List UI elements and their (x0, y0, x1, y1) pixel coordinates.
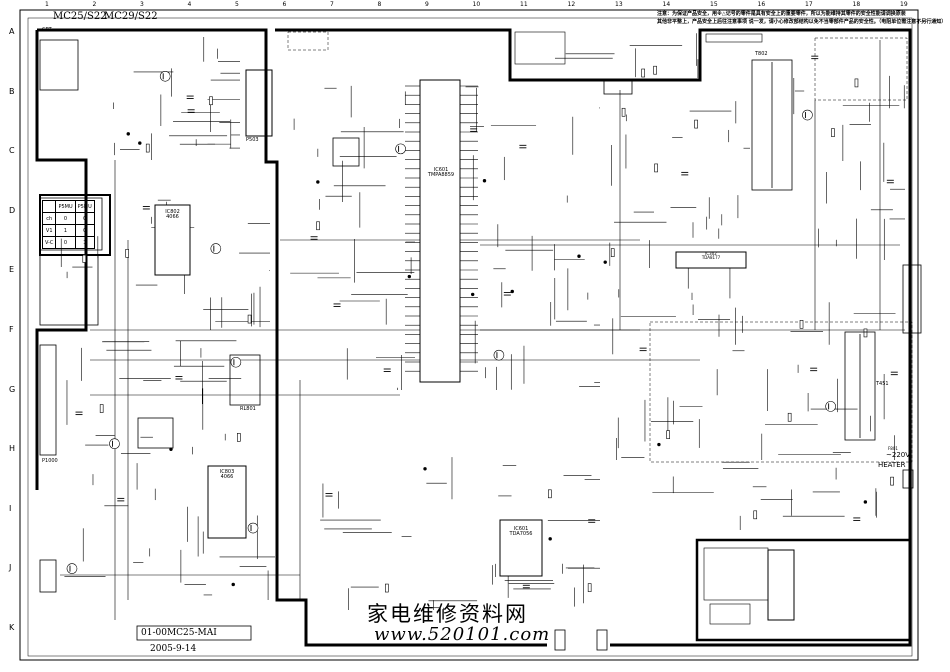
grid-column-label: 6 (282, 1, 287, 8)
crt-socket (39, 39, 79, 91)
grid-column-label: 4 (187, 1, 192, 8)
grid-row-label: F (9, 325, 14, 334)
power-transformer-label: T451 (876, 381, 889, 387)
scart-block (39, 254, 99, 326)
pin-bus-label: P503 (246, 137, 259, 143)
mode-table-cell: 0 (74, 212, 95, 225)
grid-column-label: 7 (330, 1, 334, 8)
power-transformer (844, 331, 876, 441)
mode-table: P5MU P5MU ch 0 0 V1 1 0 V-C 0 1 (41, 200, 95, 249)
grid-row-label: I (9, 503, 12, 513)
mode-table-cell: 1 (74, 236, 95, 249)
grid-column-label: 9 (425, 1, 429, 8)
pin-bus (245, 69, 273, 137)
grid-row-label: G (9, 384, 16, 394)
grid-row-label: E (9, 265, 15, 275)
model-label-1: MC25/S22 (53, 11, 107, 22)
safety-note-line-2: 其他非平整上，产品安全上后往注意事项 说一发，请小心修改部结构以免不当零部件产品… (657, 19, 947, 25)
watermark-chinese: 家电维修资料网 (367, 602, 528, 626)
vertical-ic (675, 251, 747, 269)
vertical-ic-label: IC302 TDA8177 (701, 251, 721, 260)
grid-column-label: 1 (45, 1, 49, 8)
mode-table-header (41, 200, 57, 213)
grid-row-label: J (9, 563, 12, 573)
grid-column-label: 2 (92, 1, 97, 8)
fuse-label: F801 (888, 446, 898, 451)
grid-column-label: 19 (900, 1, 908, 8)
control-ic (767, 549, 795, 621)
grid-row-label: H (9, 444, 16, 454)
model-label-2: MC29/S22 (104, 11, 158, 22)
mode-table-cell: V-C (41, 236, 57, 249)
mode-table-cell: 1 (55, 224, 76, 237)
speakers (554, 629, 608, 651)
main-ic-label: IC601 TMPA8859 (427, 167, 455, 178)
grid-column-label: 18 (852, 1, 861, 8)
grid-column-label: 16 (757, 1, 766, 8)
flyback-label: T802 (755, 51, 768, 57)
grid-row-label: C (9, 146, 15, 156)
switch-ic-i-label: IC803 4066 (219, 469, 235, 480)
grid-column-label: 15 (710, 1, 718, 8)
grid-row-label: A (9, 27, 15, 36)
output-jack-block (39, 559, 57, 593)
watermark-url: www.520101.com (374, 624, 551, 645)
mode-table-cell: 0 (55, 236, 76, 249)
grid-row-label: B (9, 86, 15, 96)
document-id: 01-00MC25-MAI (141, 628, 217, 638)
grid-column-label: 12 (567, 1, 576, 8)
grid-row-label: K (9, 623, 15, 632)
relay-rl801 (229, 354, 261, 406)
switch-ic-i (207, 465, 247, 539)
main-ic-body (419, 79, 461, 383)
audio-ic (499, 519, 543, 577)
mode-table-header: P5MU (74, 200, 95, 213)
safety-note-line-1: 注意：为保证产品安全，用※△记号的零件是具有安全上的重要零件，所以为能维持其零件… (657, 11, 906, 17)
grid-column-label: 8 (377, 1, 382, 8)
mains-terminal (902, 264, 922, 489)
grid-column-label: 17 (805, 1, 813, 8)
mode-table-cell: 0 (55, 212, 76, 225)
mode-table-cell: ch (41, 212, 57, 225)
grid-column-label: 3 (140, 1, 144, 8)
relay-label: RL801 (240, 406, 256, 412)
grid-column-label: 13 (615, 1, 623, 8)
flyback-transformer (751, 59, 793, 191)
line-input-label: P1000 (42, 458, 58, 464)
audio-ic-label: IC601 TDA7056 (509, 526, 533, 537)
mode-table-header: P5MU (55, 200, 76, 213)
grid-column-label: 14 (662, 1, 671, 8)
grid-column-label: 11 (520, 1, 528, 8)
crt-label: CRT (42, 27, 52, 33)
mode-table-cell: 0 (74, 224, 95, 237)
grid-column-label: 5 (235, 1, 239, 8)
switch-ic-d-label: IC802 4066 (165, 209, 180, 220)
outer-frame (19, 9, 919, 661)
mains-label: ~220V (886, 451, 911, 459)
heater-label: HEATER (878, 461, 906, 469)
grid-row-label: D (9, 205, 16, 215)
mode-table-cell: V1 (41, 224, 57, 237)
grid-column-label: 10 (472, 1, 481, 8)
doc-id-box (136, 625, 252, 641)
switch-ic-d (154, 204, 191, 276)
document-date: 2005-9-14 (150, 644, 197, 654)
av-jack-block (39, 344, 57, 456)
